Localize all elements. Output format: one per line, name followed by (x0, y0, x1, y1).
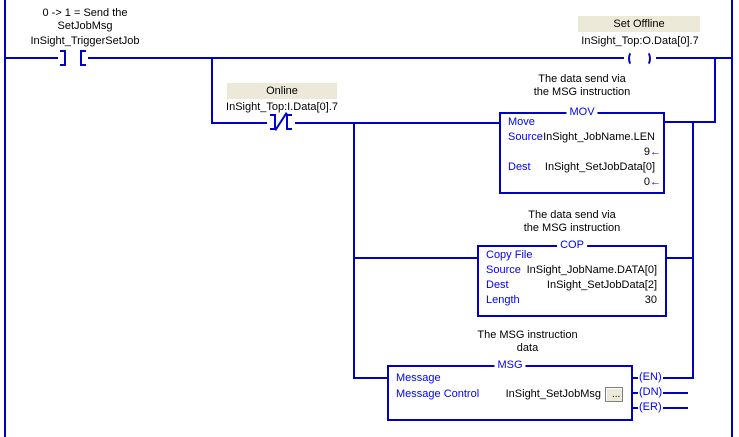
trigger-comment-line1: 0 -> 1 = Send the (42, 7, 128, 19)
coil-paren-right (642, 51, 651, 66)
msg-en-output[interactable]: (EN) (638, 371, 663, 384)
msg-dn-output[interactable]: (DN) (638, 386, 664, 399)
actual-value-arrow-icon: ← (650, 146, 661, 158)
msg-input-wire (353, 377, 389, 379)
branch-left-vertical-wire (353, 122, 355, 379)
offline-coil-tag[interactable]: InSight_Top:O.Data[0].7 (581, 35, 699, 47)
cop-comment-line1: The data send via (528, 209, 616, 221)
online-contact-tag[interactable]: InSight_Top:I.Data[0].7 (226, 101, 338, 113)
trigger-comment-line2: SetJobMsg (57, 20, 113, 32)
msg-comment-line2: data (516, 342, 539, 354)
cop-op-name-row: Copy File (479, 248, 665, 263)
mov-op-name-row: Move (501, 115, 663, 130)
mov-comment: The data send via the MSG instruction (499, 73, 665, 99)
contact-bracket-right (80, 50, 86, 66)
cop-output-wire (664, 257, 694, 259)
mov-comment-line1: The data send via (538, 73, 626, 85)
cop-source-tag[interactable]: InSight_JobName.DATA[0] (526, 264, 657, 276)
mov-block[interactable]: MOV Move Source InSight_JobName.LEN 9 ← … (499, 106, 665, 194)
msg-control-row[interactable]: Message Control InSight_SetJobMsg ... (389, 386, 631, 403)
trigger-contact-tag[interactable]: InSight_TriggerSetJob (30, 35, 140, 47)
cop-length-row[interactable]: Length 30 (479, 293, 665, 308)
cop-source-row[interactable]: Source InSight_JobName.DATA[0] (479, 263, 665, 278)
coil-paren-left (628, 51, 637, 66)
mov-title: MOV (566, 106, 598, 119)
right-power-rail (731, 0, 733, 437)
mov-dest-value-row: 0 ← (501, 175, 663, 190)
msg-control-label: Message Control (396, 388, 480, 400)
cop-length-label: Length (486, 294, 520, 306)
mov-source-label: Source (508, 131, 543, 143)
msg-en-wire (632, 377, 694, 379)
msg-control-tag[interactable]: InSight_SetJobMsg (505, 388, 601, 400)
contact-bracket-left (60, 50, 66, 66)
msg-browse-button[interactable]: ... (605, 387, 623, 402)
cop-title: COP (557, 239, 587, 252)
left-power-rail (4, 0, 6, 437)
contact-bracket-left (270, 114, 276, 130)
branch-down-wire (211, 57, 213, 124)
mov-source-value-row: 9 ← (501, 145, 663, 160)
mov-dest-tag[interactable]: InSight_SetJobData[0] (544, 161, 655, 173)
mov-source-tag[interactable]: InSight_JobName.LEN (543, 131, 655, 143)
wire-gap (624, 55, 656, 61)
online-contact-description[interactable]: Online (227, 83, 337, 99)
cop-comment: The data send via the MSG instruction (477, 209, 667, 235)
msg-op-name-row: Message (389, 371, 631, 386)
mov-comment-line2: the MSG instruction (533, 86, 631, 98)
msg-er-output[interactable]: (ER) (638, 401, 663, 414)
branch-right-vertical-wire (692, 121, 694, 379)
mov-dest-value: 0 (643, 176, 650, 188)
trigger-rung-comment: 0 -> 1 = Send the SetJobMsg (0, 7, 170, 33)
cop-dest-tag[interactable]: InSight_SetJobData[2] (546, 279, 657, 291)
main-rung-wire (4, 57, 733, 59)
actual-value-arrow-icon: ← (650, 176, 661, 188)
cop-input-wire (353, 257, 479, 259)
mov-op-name: Move (508, 116, 535, 128)
cop-source-label: Source (486, 264, 521, 276)
msg-comment-line1: The MSG instruction (477, 329, 578, 341)
msg-title: MSG (494, 359, 526, 372)
offline-coil-description[interactable]: Set Offline (578, 16, 700, 32)
contact-bracket-right (286, 114, 292, 130)
cop-block[interactable]: COP Copy File Source InSight_JobName.DAT… (477, 239, 667, 317)
branch-rejoin-vertical-wire (714, 57, 716, 123)
cop-op-name: Copy File (486, 249, 533, 261)
mov-source-value: 9 (643, 146, 650, 158)
mov-output-wire (664, 121, 716, 123)
cop-length-value[interactable]: 30 (644, 294, 657, 306)
mov-dest-row[interactable]: Dest InSight_SetJobData[0] (501, 160, 663, 175)
wire-gap (58, 55, 88, 61)
cop-dest-row[interactable]: Dest InSight_SetJobData[2] (479, 278, 665, 293)
branch-level2-wire (211, 122, 501, 124)
msg-comment: The MSG instruction data (415, 329, 640, 355)
mov-source-row[interactable]: Source InSight_JobName.LEN (501, 130, 663, 145)
msg-op-name: Message (396, 372, 441, 384)
cop-comment-line2: the MSG instruction (523, 222, 621, 234)
mov-dest-label: Dest (508, 161, 531, 173)
msg-block[interactable]: MSG Message Message Control InSight_SetJ… (387, 359, 633, 421)
cop-dest-label: Dest (486, 279, 509, 291)
